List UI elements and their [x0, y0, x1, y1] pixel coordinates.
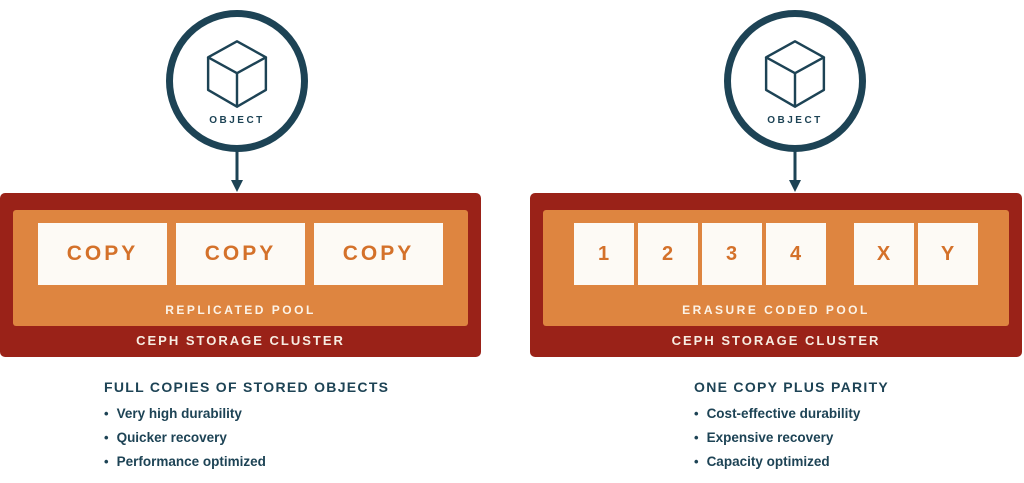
- bullet-item: • Cost-effective durability: [694, 402, 1024, 426]
- replicated-pool: COPY COPY COPY REPLICATED POOL: [13, 210, 468, 326]
- data-chunk-slot: 2: [638, 223, 698, 285]
- bullet-item: • Performance optimized: [104, 450, 504, 474]
- bullet-icon: •: [104, 454, 109, 469]
- erasure-pool-label: ERASURE CODED POOL: [682, 303, 870, 317]
- object-label: OBJECT: [767, 115, 823, 126]
- summary-heading: FULL COPIES OF STORED OBJECTS: [104, 379, 390, 395]
- cube-icon: [206, 40, 268, 108]
- parity-chunk-slot: X: [854, 223, 914, 285]
- data-chunk-slot: 4: [766, 223, 826, 285]
- parity-chunks: X Y: [854, 223, 978, 285]
- ceph-storage-cluster-replicated: COPY COPY COPY REPLICATED POOL CEPH STOR…: [0, 193, 481, 357]
- down-arrow-right: [789, 148, 801, 192]
- bullet-icon: •: [694, 406, 699, 421]
- replicated-pool-label: REPLICATED POOL: [165, 303, 316, 317]
- bullet-text: Quicker recovery: [116, 430, 227, 445]
- down-arrow-left: [231, 148, 243, 192]
- erasure-coded-pool: 1 2 3 4 X Y ERASURE CODED POOL: [543, 210, 1009, 326]
- cube-icon: [764, 40, 826, 108]
- parity-chunk-slot: Y: [918, 223, 978, 285]
- data-chunk-slot: 1: [574, 223, 634, 285]
- bullet-text: Performance optimized: [116, 454, 266, 469]
- bullet-item: • Expensive recovery: [694, 426, 1024, 450]
- object-circle-right: OBJECT: [724, 10, 866, 152]
- copy-slot: COPY: [314, 223, 443, 285]
- data-chunk-slot: 3: [702, 223, 762, 285]
- bullet-item: • Capacity optimized: [694, 450, 1024, 474]
- object-circle-left: OBJECT: [166, 10, 308, 152]
- bullet-icon: •: [694, 430, 699, 445]
- bullet-icon: •: [104, 430, 109, 445]
- bullet-item: • Quicker recovery: [104, 426, 504, 450]
- data-chunks: 1 2 3 4: [574, 223, 826, 285]
- cluster-label: CEPH STORAGE CLUSTER: [136, 333, 345, 348]
- bullet-icon: •: [694, 454, 699, 469]
- erasure-summary: ONE COPY PLUS PARITY • Cost-effective du…: [694, 379, 1024, 474]
- bullet-text: Very high durability: [116, 406, 242, 421]
- bullet-text: Expensive recovery: [706, 430, 834, 445]
- summary-heading: ONE COPY PLUS PARITY: [694, 379, 890, 395]
- ceph-storage-cluster-erasure: 1 2 3 4 X Y ERASURE CODED POOL CEPH STOR…: [530, 193, 1022, 357]
- bullet-text: Capacity optimized: [706, 454, 830, 469]
- copy-slot: COPY: [176, 223, 305, 285]
- replicated-summary: FULL COPIES OF STORED OBJECTS • Very hig…: [104, 379, 504, 474]
- bullet-item: • Very high durability: [104, 402, 504, 426]
- object-label: OBJECT: [209, 115, 265, 126]
- copy-slot: COPY: [38, 223, 167, 285]
- bullet-icon: •: [104, 406, 109, 421]
- bullet-text: Cost-effective durability: [706, 406, 861, 421]
- cluster-label: CEPH STORAGE CLUSTER: [671, 333, 881, 348]
